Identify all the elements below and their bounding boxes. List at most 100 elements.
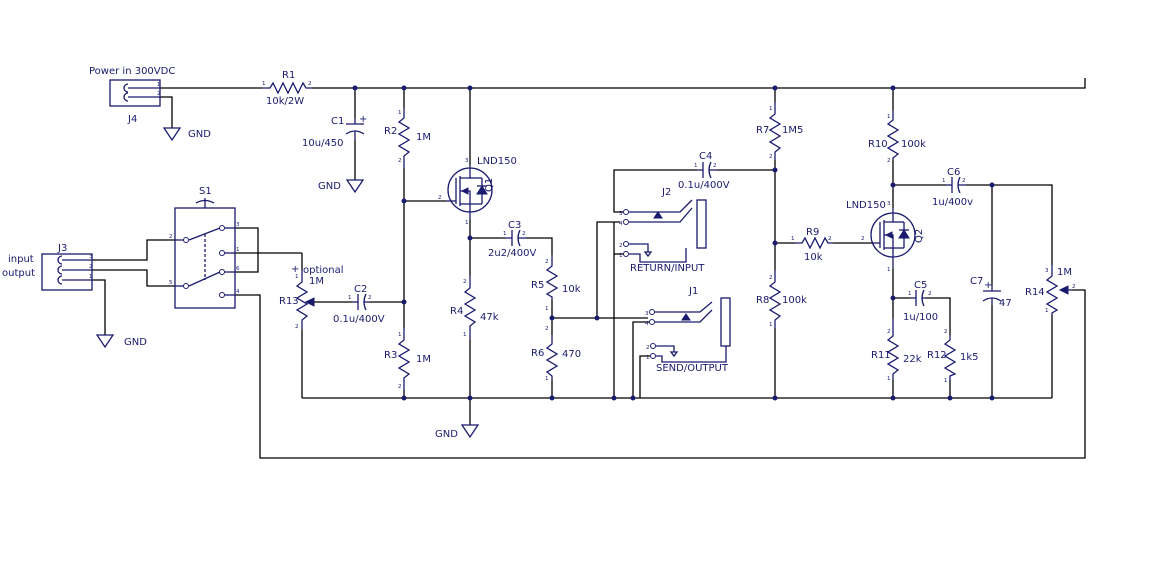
gnd-label-j4: GND [188,129,211,140]
r3-ref: R3 [384,350,397,361]
r6-ref: R6 [531,348,544,359]
potentiometer-r13: 12 [295,270,315,330]
svg-text:2: 2 [1072,284,1076,290]
svg-text:1: 1 [348,295,352,301]
resistor-r4: 21 [463,275,477,340]
gnd-label-c1: GND [318,181,341,192]
svg-text:2: 2 [646,345,650,351]
r2-ref: R2 [384,126,397,137]
r13-ref: R13 [279,296,299,307]
j4-ref: J4 [127,114,137,125]
r3-value: 1M [416,354,431,365]
c1-plus: + [359,114,367,125]
svg-text:2: 2 [169,234,173,240]
svg-text:2: 2 [463,279,467,285]
svg-text:3: 3 [619,211,623,217]
j4-pin-1: 1 [157,82,161,88]
q1-value: LND150 [477,156,517,167]
ground-symbol-j3 [95,334,115,349]
svg-text:5: 5 [169,280,173,286]
r4-value: 47k [480,312,499,323]
capacitor-c7 [982,285,1002,305]
svg-text:2: 2 [398,384,402,390]
mosfet-q1: 321 [438,158,493,226]
ground-symbol-j4 [162,127,182,142]
svg-text:2: 2 [769,154,773,160]
r2-value: 1M [416,132,431,143]
r1-ref: R1 [282,70,295,81]
svg-text:2: 2 [522,231,526,237]
c2-ref: C2 [354,284,367,295]
wires [92,78,1086,459]
r8-value: 100k [782,295,807,306]
svg-text:2: 2 [887,158,891,164]
svg-text:1: 1 [646,355,650,361]
svg-text:1: 1 [769,322,773,328]
r7-value: 1M5 [782,125,803,136]
ground-symbol-c1 [345,179,365,194]
c7-plus: + [984,280,992,291]
c3-value: 2u2/400V [488,248,537,259]
j2-ref: J2 [661,187,671,198]
r6-value: 470 [562,349,581,360]
svg-text:1: 1 [262,81,266,87]
r13-plus: + [291,264,299,275]
ground-symbols: GND GND GND GND [95,127,480,440]
svg-text:4: 4 [645,321,649,327]
svg-text:2: 2 [928,291,932,297]
gnd-label-main: GND [435,429,458,440]
capacitor-c1 [345,118,365,140]
svg-text:2: 2 [89,264,93,270]
r10-ref: R10 [868,139,888,150]
r5-value: 10k [562,284,581,295]
connector-j3: 321 [41,253,93,291]
c7-ref: C7 [970,276,983,287]
r4-ref: R4 [450,306,463,317]
svg-text:1: 1 [295,274,299,280]
r7-ref: R7 [756,125,769,136]
resistor-r5: 21 [545,255,559,312]
svg-text:3: 3 [645,311,649,317]
svg-text:6: 6 [236,266,240,272]
r10-value: 100k [901,139,926,150]
resistor-r12: 21 [943,329,957,384]
resistor-r6: 21 [545,326,559,382]
input-label: input [8,254,34,265]
r12-ref: R12 [927,350,947,361]
r9-value: 10k [804,252,823,263]
svg-text:1: 1 [619,253,623,259]
svg-text:1: 1 [465,220,469,226]
svg-text:4: 4 [619,221,623,227]
svg-text:1: 1 [236,247,240,253]
svg-text:1: 1 [463,332,467,338]
r14-ref: R14 [1025,287,1045,298]
q2-ref: Q2 [914,229,925,243]
c2-value: 0.1u/400V [333,314,385,325]
potentiometer-r14: 321 [1045,265,1076,315]
svg-text:2: 2 [438,195,442,201]
resistor-r2: 12 [397,108,411,168]
resistor-r3: 12 [397,328,411,390]
q1-ref: Q1 [484,178,495,192]
resistor-r10: 12 [886,110,900,164]
svg-text:1: 1 [887,267,891,273]
svg-text:2: 2 [545,259,549,265]
svg-text:3: 3 [887,201,891,207]
resistor-r8: 21 [768,270,782,328]
switch-s1: 25 31 64 [169,198,240,309]
r1-value: 10k/2W [266,96,304,107]
gnd-label-j3: GND [124,337,147,348]
svg-text:2: 2 [368,295,372,301]
svg-text:1: 1 [398,110,402,116]
resistor-r11: 21 [886,318,900,382]
svg-text:1: 1 [769,106,773,112]
svg-text:2: 2 [295,324,299,330]
j3-ref: J3 [57,243,67,254]
send-output-label: SEND/OUTPUT [656,363,729,374]
